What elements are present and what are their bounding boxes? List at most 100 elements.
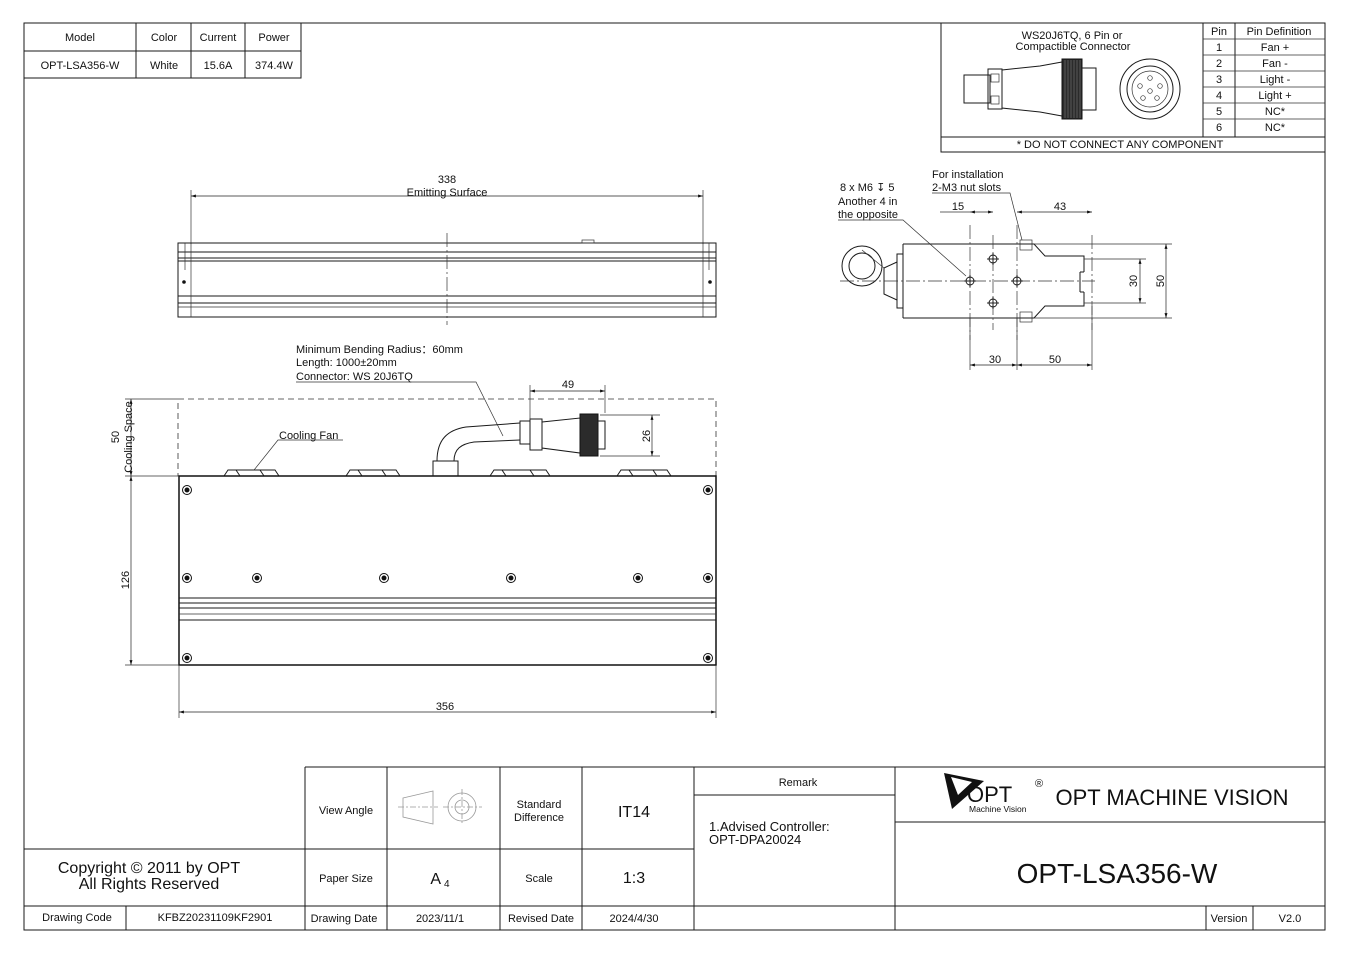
connector-box: WS20J6TQ, 6 Pin or Compactible Connector… [940, 22, 1326, 153]
revised-date-label: Revised Date [508, 913, 574, 925]
screw [252, 573, 262, 583]
drawing-date-label: Drawing Date [311, 913, 378, 925]
screw-center [184, 575, 190, 581]
connector-face-illustration [1119, 58, 1181, 120]
pin-number: 6 [1216, 122, 1222, 134]
scale-label: Scale [525, 873, 553, 885]
title-block: View Angle Standard Difference IT14 Rema… [24, 766, 1325, 930]
projection-symbol [398, 789, 482, 825]
logo-registered: ® [1035, 778, 1043, 790]
revised-date-value: 2024/4/30 [610, 913, 659, 925]
screw-center [705, 575, 711, 581]
version-value: V2.0 [1279, 913, 1302, 925]
spec-header-model: Model [65, 32, 95, 44]
connector-note: * DO NOT CONNECT ANY COMPONENT [1017, 139, 1224, 151]
view-angle-label: View Angle [319, 805, 373, 817]
dim-50-horizontal: 50 [1049, 354, 1061, 366]
pin-definition: Light + [1258, 90, 1291, 102]
pin-definition: Fan + [1261, 42, 1289, 54]
screw-center [184, 655, 190, 661]
spec-header-current: Current [200, 32, 237, 44]
cooling-fan-label: Cooling Fan [279, 430, 338, 442]
pin-definition: Fan - [1262, 58, 1288, 70]
logo-subtext: Machine Vision [969, 804, 1027, 814]
emitting-surface-label: Emitting Surface [407, 187, 488, 199]
pin-header: Pin [1211, 26, 1227, 38]
logo-text: OPT [967, 782, 1012, 807]
pin-definition: NC* [1265, 122, 1286, 134]
standard-difference-label-1: Standard [517, 799, 562, 811]
screw [182, 485, 192, 495]
dim-50-vertical: 50 [1155, 275, 1167, 287]
dim-356: 356 [436, 701, 454, 713]
cooling-fans [223, 469, 672, 477]
pin-number: 4 [1216, 90, 1222, 102]
pin-number: 2 [1216, 58, 1222, 70]
screw [182, 573, 192, 583]
front-view: 338 Emitting Surface [177, 174, 717, 325]
screw [633, 573, 643, 583]
model-title: OPT-LSA356-W [1017, 858, 1218, 889]
holes-note-1: 8 x M6 ↧ 5 [840, 182, 894, 194]
remark-label: Remark [779, 777, 818, 789]
copyright-line-2: All Rights Reserved [79, 876, 220, 893]
spec-header-power: Power [258, 32, 290, 44]
pin-definition-header: Pin Definition [1247, 26, 1312, 38]
cooling-space-label: Cooling Space [123, 401, 135, 473]
screw [703, 573, 713, 583]
paper-size-label: Paper Size [319, 873, 373, 885]
screw-center [381, 575, 387, 581]
dim-43: 43 [1054, 201, 1066, 213]
connector-subtitle: Compactible Connector [1016, 41, 1131, 53]
spec-value-power: 374.4W [255, 60, 294, 72]
copyright-line-1: Copyright © 2011 by OPT [58, 860, 240, 877]
holes-note-3: the opposite [838, 209, 898, 221]
screw [703, 653, 713, 663]
company-name: OPT MACHINE VISION [1055, 785, 1288, 810]
pin-definition: Light - [1260, 74, 1291, 86]
drawing-code-label: Drawing Code [42, 912, 112, 924]
screw-center [635, 575, 641, 581]
screw-center [184, 487, 190, 493]
remark-line-1: 1.Advised Controller: [709, 819, 830, 834]
dim-126: 126 [120, 571, 132, 589]
pin-number: 5 [1216, 106, 1222, 118]
top-view: Minimum Bending Radius：60mm Length: 1000… [110, 344, 717, 718]
scale-value: 1:3 [623, 870, 645, 887]
pin-number: 3 [1216, 74, 1222, 86]
cooling-space-value: 50 [110, 431, 122, 443]
spec-table: Model Color Current Power OPT-LSA356-W W… [23, 22, 302, 79]
sheet-border [23, 22, 1326, 931]
dim-49: 49 [562, 379, 574, 391]
standard-difference-label-2: Difference [514, 812, 564, 824]
cable-connector: Connector: WS 20J6TQ [296, 371, 413, 383]
screw [379, 573, 389, 583]
install-note-1: For installation [932, 169, 1004, 181]
dim-15: 15 [952, 201, 964, 213]
spec-value-current: 15.6A [204, 60, 233, 72]
remark-line-2: OPT-DPA20024 [709, 832, 801, 847]
drawing-date-value: 2023/11/1 [416, 913, 464, 925]
connector-title: WS20J6TQ, 6 Pin or [1022, 30, 1123, 42]
side-view: For installation 2-M3 nut slots 8 x M6 ↧… [838, 169, 1172, 370]
dim-26: 26 [641, 430, 653, 442]
spec-header-color: Color [151, 32, 178, 44]
install-note-2: 2-M3 nut slots [932, 182, 1002, 194]
screw-center [705, 487, 711, 493]
holes-note-2: Another 4 in [838, 196, 897, 208]
drawing-code-value: KFBZ20231109KF2901 [158, 912, 273, 924]
cable-assembly [432, 413, 606, 476]
screw [703, 485, 713, 495]
version-label: Version [1211, 913, 1248, 925]
pin-definition: NC* [1265, 106, 1286, 118]
screw-center [508, 575, 514, 581]
screw [506, 573, 516, 583]
spec-value-model: OPT-LSA356-W [41, 60, 120, 72]
cable-bending-radius: Minimum Bending Radius：60mm [296, 344, 463, 356]
spec-value-color: White [150, 60, 178, 72]
tolerance-value: IT14 [618, 804, 650, 821]
connector-side-illustration [963, 58, 1097, 120]
emitting-surface-value: 338 [438, 174, 456, 186]
